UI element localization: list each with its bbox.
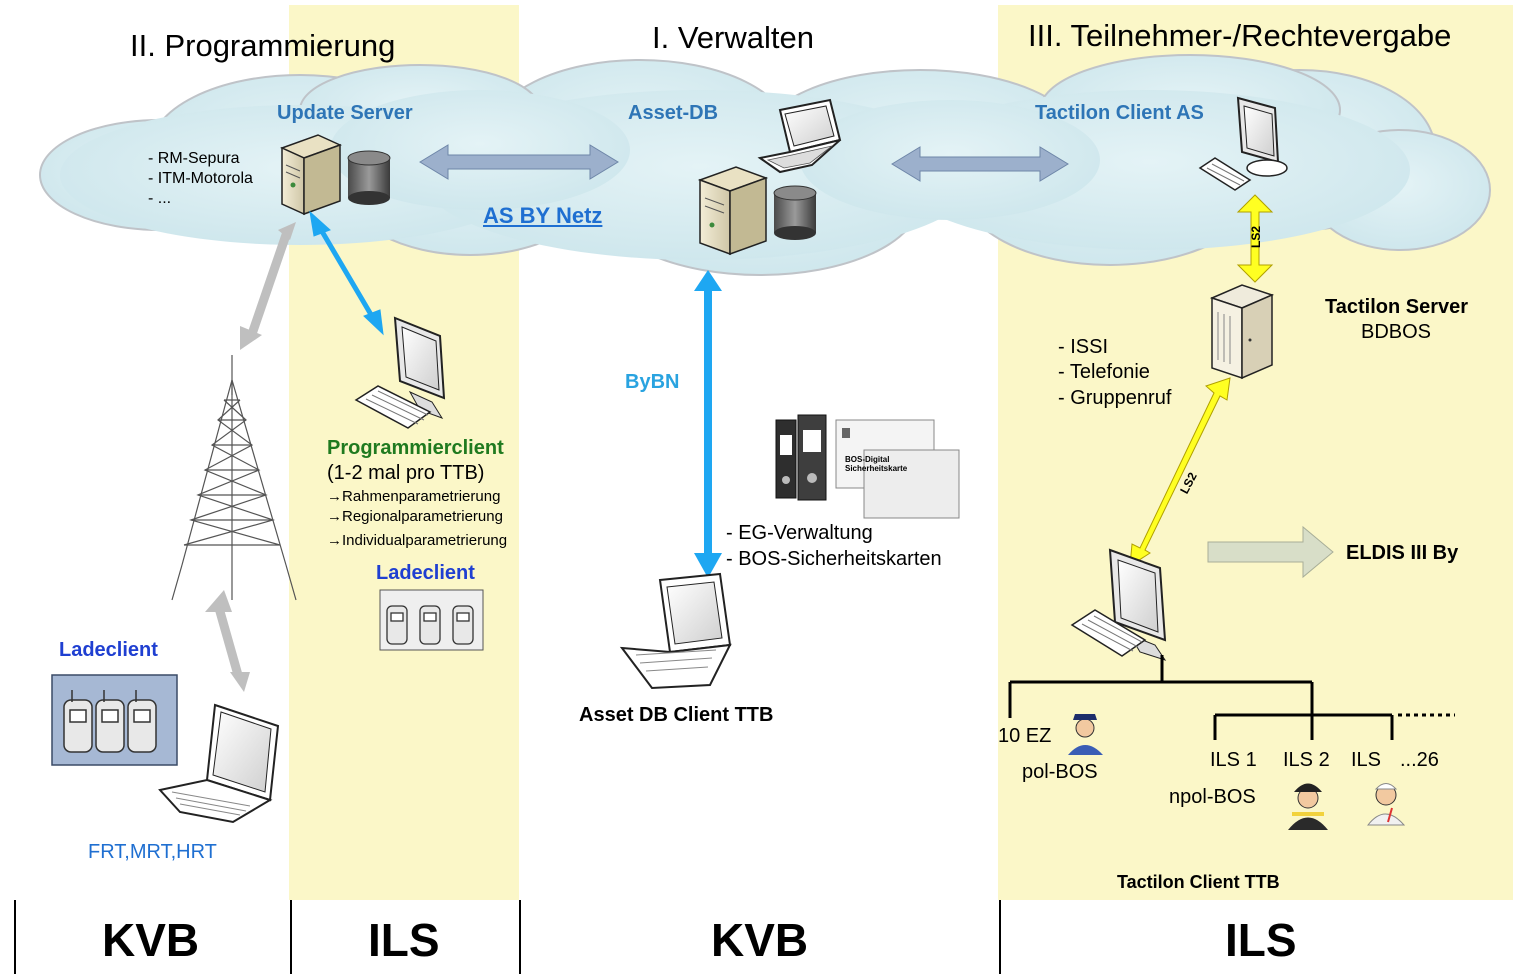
tactilon-client-as-label: Tactilon Client AS	[1035, 102, 1204, 124]
tactilon-client-ttb-label: Tactilon Client TTB	[1117, 872, 1280, 892]
firefighter-icon	[1288, 783, 1328, 830]
radio-tower-icon	[171, 355, 297, 601]
eldis-arrow	[1207, 525, 1334, 579]
bybn-label: ByBN	[625, 371, 680, 393]
section-verwalten: I. Verwalten	[652, 20, 814, 55]
ladeclient-left-icon	[51, 674, 178, 766]
server-item: - Telefonie	[1058, 361, 1150, 383]
middle-item: - BOS-Sicherheitskarten	[726, 548, 942, 570]
programmierclient-item: →Regionalparametrierung	[327, 508, 503, 525]
update-server-items: - RM-Sepura - ITM-Motorola - ...	[148, 148, 253, 210]
bottom-kvb-left: KVB	[102, 914, 200, 966]
ils26-label: ...26	[1400, 749, 1439, 771]
asset-db-laptop-icon	[757, 98, 842, 174]
update-server-item: - ...	[148, 190, 172, 207]
distribution-tree	[1008, 655, 1455, 740]
programmierclient-item: →Rahmenparametrierung	[327, 488, 501, 505]
ls2-top-arrow	[1236, 194, 1274, 283]
police-officer-icon	[1068, 714, 1103, 755]
tactilon-client-ttb-icon	[1070, 548, 1167, 661]
programmierclient-title: Programmierclient	[327, 437, 504, 459]
bottom-separators	[14, 900, 1001, 974]
bottom-kvb-mid: KVB	[711, 914, 809, 966]
cloud-arrow-right	[891, 146, 1069, 182]
tactilon-server-sub: BDBOS	[1361, 321, 1432, 343]
npol-bos-label: npol-BOS	[1169, 786, 1256, 808]
ladeclient-mid-icon	[379, 589, 484, 651]
frt-laptop-icon	[158, 703, 280, 824]
update-server-icon	[280, 134, 391, 216]
tower-laptop-arrow	[205, 590, 250, 692]
binders-icon	[775, 414, 827, 501]
asset-db-client-laptop-icon	[619, 572, 732, 690]
pol-bos-label: pol-BOS	[1022, 761, 1098, 783]
section-programmierung: II. Programmierung	[130, 28, 396, 63]
programmierclient-item: →Individualparametrierung	[327, 532, 508, 549]
update-programmier-arrow	[309, 210, 384, 336]
bottom-ils-right: ILS	[1225, 914, 1297, 966]
ez-label: 10 EZ	[998, 725, 1052, 747]
ils-label: ILS	[1351, 749, 1382, 771]
update-server-label: Update Server	[277, 102, 413, 124]
tactilon-server-icon	[1209, 284, 1275, 380]
as-by-netz-link[interactable]: AS BY Netz	[483, 203, 603, 228]
asset-db-client-label: Asset DB Client TTB	[579, 704, 774, 726]
update-server-item: - ITM-Motorola	[148, 170, 253, 187]
update-server-item: - RM-Sepura	[148, 150, 240, 167]
ils1-label: ILS 1	[1210, 749, 1257, 771]
asset-db-server-icon	[697, 166, 817, 256]
cloud-arrow-left	[419, 144, 619, 180]
section-teilnehmer: III. Teilnehmer-/Rechtevergabe	[1028, 18, 1452, 53]
programmierclient-frequency: (1-2 mal pro TTB)	[327, 462, 485, 484]
programmierclient-computer-icon	[354, 316, 446, 429]
bybn-arrow	[694, 270, 722, 578]
tactilon-client-as-icon	[1198, 96, 1288, 191]
ladeclient-mid-label: Ladeclient	[376, 562, 475, 584]
asset-db-label: Asset-DB	[628, 102, 719, 124]
ls2-top-label: LS2	[1249, 225, 1263, 248]
middle-item: - EG-Verwaltung	[726, 522, 873, 544]
server-item: - Gruppenruf	[1058, 387, 1172, 409]
tactilon-server-label: Tactilon Server	[1325, 296, 1469, 318]
tower-server-arrow	[240, 222, 296, 350]
security-card-icon	[835, 419, 960, 519]
medic-icon	[1366, 783, 1406, 826]
server-item: - ISSI	[1058, 336, 1109, 358]
bottom-ils-left: ILS	[368, 914, 440, 966]
eldis-label: ELDIS III By	[1346, 542, 1459, 564]
radio-types-label: FRT,MRT,HRT	[88, 841, 217, 863]
ladeclient-left-label: Ladeclient	[59, 639, 158, 661]
security-card-title: BOS-Digital Sicherheitskarte	[845, 455, 908, 473]
ils2-label: ILS 2	[1283, 749, 1330, 771]
